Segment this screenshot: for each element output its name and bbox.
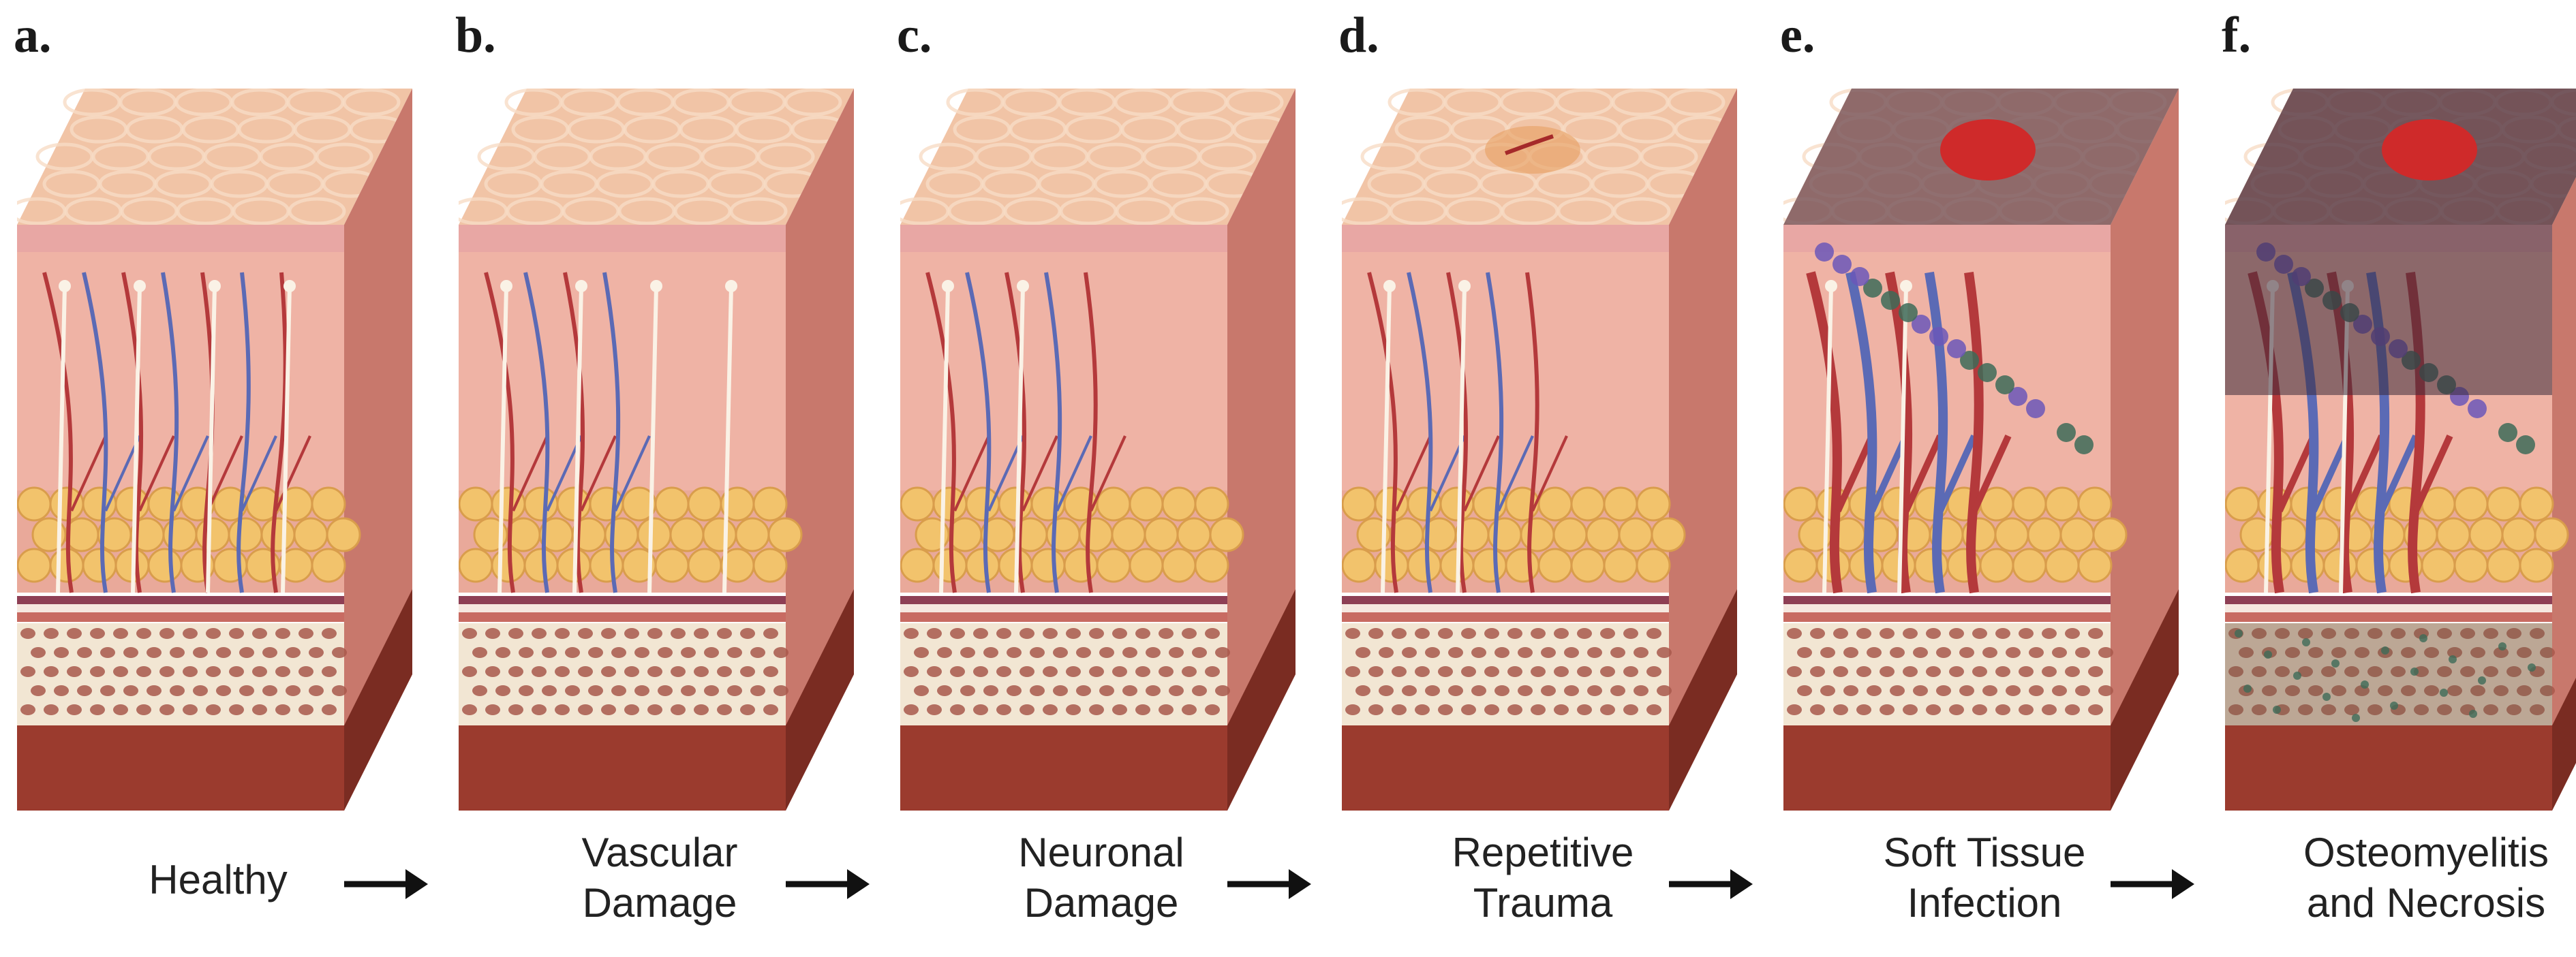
- skin-surface: [17, 89, 412, 225]
- skin-surface: [900, 89, 1295, 225]
- muscle-layer: [900, 725, 1227, 811]
- muscle-layer: [1783, 725, 2111, 811]
- bone-layer: [1783, 623, 2111, 725]
- muscle-layer: [17, 725, 344, 811]
- bone-layer: [900, 623, 1227, 725]
- wound-icon: [2382, 119, 2477, 181]
- wound-icon: [1940, 119, 2036, 181]
- side-face: [2552, 177, 2576, 811]
- panel-letter: a.: [14, 7, 52, 63]
- panel-letter: b.: [455, 7, 496, 63]
- caption-line: Infection: [1907, 880, 2062, 926]
- panel-letter: c.: [897, 7, 932, 63]
- bone-layer: [1342, 623, 1669, 725]
- panel-letter: e.: [1780, 7, 1815, 63]
- panel-healthy: a. Healthy: [0, 0, 436, 957]
- caption-line: Neuronal: [1018, 830, 1184, 875]
- right-arrow-icon: [2107, 864, 2196, 905]
- epidermis-layer: [1342, 225, 1669, 252]
- caption-line: Repetitive: [1452, 830, 1634, 875]
- caption-line: Osteomyelitis: [2303, 830, 2549, 875]
- epidermis-layer: [900, 225, 1227, 252]
- skin-surface: [459, 89, 854, 225]
- panel-letter: f.: [2222, 7, 2252, 63]
- epidermis-layer: [17, 225, 344, 252]
- caption-line: Damage: [582, 880, 737, 926]
- bone-layer: [459, 623, 786, 725]
- caption-line: Damage: [1024, 880, 1179, 926]
- panel-letter: d.: [1338, 7, 1379, 63]
- bone-layer: [17, 623, 344, 725]
- necrotic-tissue: [2225, 225, 2552, 395]
- caption-line: Soft Tissue: [1883, 830, 2086, 875]
- tissue-block-trauma: [1342, 89, 1737, 811]
- caption-line: Healthy: [149, 857, 288, 903]
- muscle-layer: [2225, 725, 2552, 811]
- caption-line: Vascular: [581, 830, 738, 875]
- caption-line: and Necrosis: [2306, 880, 2546, 926]
- panel-necrosis: f. Osteomyelitis and Necrosis: [2208, 0, 2576, 957]
- tissue-block-infection: [1783, 89, 2179, 811]
- epidermis-layer: [1783, 225, 2111, 252]
- bruise-mark: [1485, 126, 1580, 174]
- right-arrow-icon: [341, 864, 429, 905]
- panel-caption: Osteomyelitis and Necrosis: [2208, 828, 2576, 928]
- tissue-block-vascular: [459, 89, 854, 811]
- right-arrow-icon: [1666, 864, 1754, 905]
- muscle-layer: [1342, 725, 1669, 811]
- panel-caption: Healthy: [0, 855, 436, 905]
- right-arrow-icon: [782, 864, 871, 905]
- muscle-layer: [459, 725, 786, 811]
- tissue-block-healthy: [17, 89, 412, 811]
- tissue-block-neuronal: [900, 89, 1295, 811]
- epidermis-layer: [459, 225, 786, 252]
- caption-line: Trauma: [1473, 880, 1613, 926]
- right-arrow-icon: [1224, 864, 1313, 905]
- tissue-block-necrosis: [2225, 89, 2576, 811]
